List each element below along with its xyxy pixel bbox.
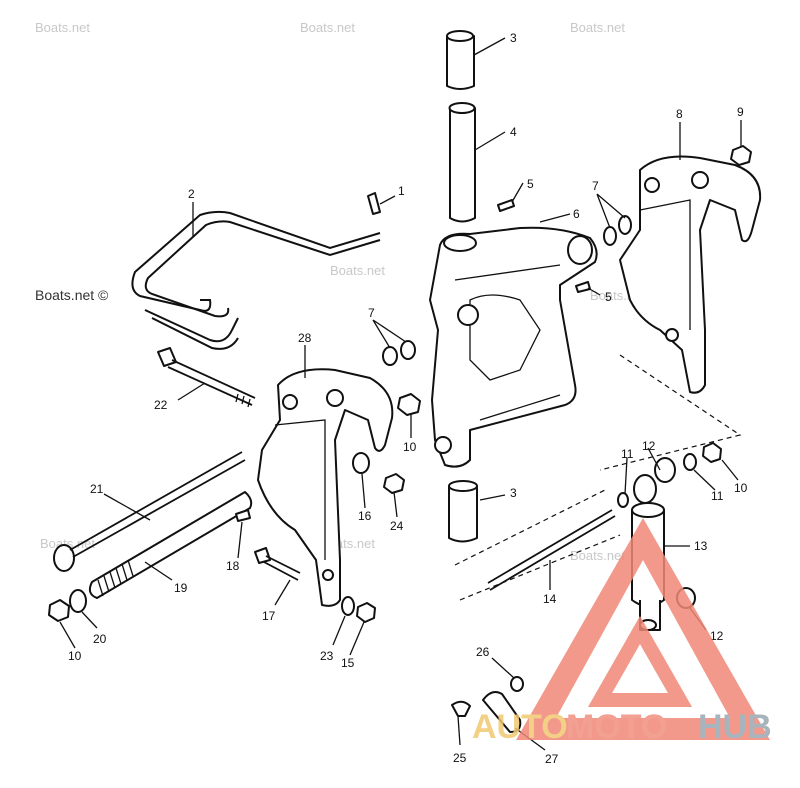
callout-label: 25 — [453, 751, 467, 765]
logo-triangle-inner — [587, 615, 693, 707]
rod — [487, 509, 616, 591]
grease-fitting — [575, 281, 591, 293]
watermark: Boats.net — [300, 20, 355, 35]
assembly-line — [599, 354, 742, 471]
washer — [69, 589, 87, 613]
leader-lines — [59, 37, 742, 751]
washers-right — [603, 215, 632, 246]
bushing — [633, 474, 657, 504]
threaded-tube — [88, 491, 253, 599]
bolt-short — [254, 547, 301, 581]
callout-label: 6 — [573, 207, 580, 221]
washer — [352, 452, 370, 474]
screw — [451, 700, 471, 717]
clamp-bracket-right — [619, 155, 762, 394]
assembly-line — [454, 489, 606, 566]
callout-label: 10 — [403, 440, 417, 454]
tube — [448, 102, 476, 223]
bushing — [654, 457, 676, 483]
watermark: Boats.net — [570, 20, 625, 35]
washer — [617, 492, 629, 508]
callout-label: 4 — [510, 125, 517, 139]
swivel-bracket — [429, 226, 598, 468]
callout-label: 2 — [188, 187, 195, 201]
callout-label: 23 — [320, 649, 334, 663]
nut — [702, 442, 722, 463]
callout-label: 1 — [398, 184, 405, 198]
callout-label: 16 — [358, 509, 372, 523]
handle-rod — [131, 210, 381, 350]
callout-label: 26 — [476, 645, 490, 659]
nut — [48, 599, 70, 622]
callout-label: 10 — [734, 481, 748, 495]
callout-label: 19 — [174, 581, 188, 595]
watermark-main: Boats.net © — [35, 287, 109, 303]
callout-label: 11 — [711, 489, 724, 503]
washer — [341, 596, 355, 616]
logo-text-moto: MOTO — [566, 708, 667, 746]
clamp-bracket-left — [257, 368, 394, 607]
callout-label: 27 — [545, 752, 559, 766]
callout-label: 13 — [694, 539, 708, 553]
callout-label: 14 — [543, 592, 557, 606]
grease-fitting — [235, 509, 251, 522]
bolt — [157, 347, 256, 408]
callout-label: 22 — [154, 398, 168, 412]
callout-label: 3 — [510, 486, 517, 500]
watermark: Boats.net — [35, 20, 90, 35]
callout-label: 12 — [642, 439, 656, 453]
nut — [730, 145, 752, 166]
callout-label: 8 — [676, 107, 683, 121]
watermark: Boats.net — [330, 263, 385, 278]
nut — [397, 393, 421, 416]
callout-label: 28 — [298, 331, 312, 345]
link-plate — [482, 691, 522, 733]
sleeve-bottom — [448, 480, 478, 543]
logo-text-auto: AUTO — [472, 708, 568, 746]
callout-label: 3 — [510, 31, 517, 45]
callout-label: 12 — [710, 629, 724, 643]
callout-label: 7 — [368, 306, 375, 320]
logo-text-hub: HUB — [698, 708, 772, 746]
sleeve-top — [446, 30, 475, 90]
callout-label: 24 — [390, 519, 404, 533]
callout-label: 5 — [605, 290, 612, 304]
logo-triangle — [516, 518, 770, 740]
callout-label: 5 — [527, 177, 534, 191]
watermark: Boats.net — [40, 536, 95, 551]
callout-label: 18 — [226, 559, 240, 573]
assembly-line — [459, 534, 621, 601]
callouts: 1 2 3 3 4 5 5 6 7 7 8 9 10 10 10 11 11 1… — [68, 31, 748, 766]
callout-label: 9 — [737, 105, 744, 119]
callout-label: 11 — [621, 447, 634, 461]
callout-label: 10 — [68, 649, 82, 663]
callout-label: 17 — [262, 609, 276, 623]
washer — [683, 453, 697, 471]
callout-label: 20 — [93, 632, 107, 646]
callout-label: 7 — [592, 179, 599, 193]
long-bolt — [53, 451, 246, 572]
grease-fitting — [497, 199, 515, 212]
automotohub-logo: AUTO MOTO HUB — [472, 518, 772, 746]
nut — [356, 602, 376, 623]
cotter-pin — [367, 192, 381, 215]
callout-label: 21 — [90, 482, 104, 496]
nut — [510, 676, 524, 692]
nut — [383, 473, 405, 494]
callout-label: 15 — [341, 656, 355, 670]
watermark: Boats.net — [570, 548, 625, 563]
